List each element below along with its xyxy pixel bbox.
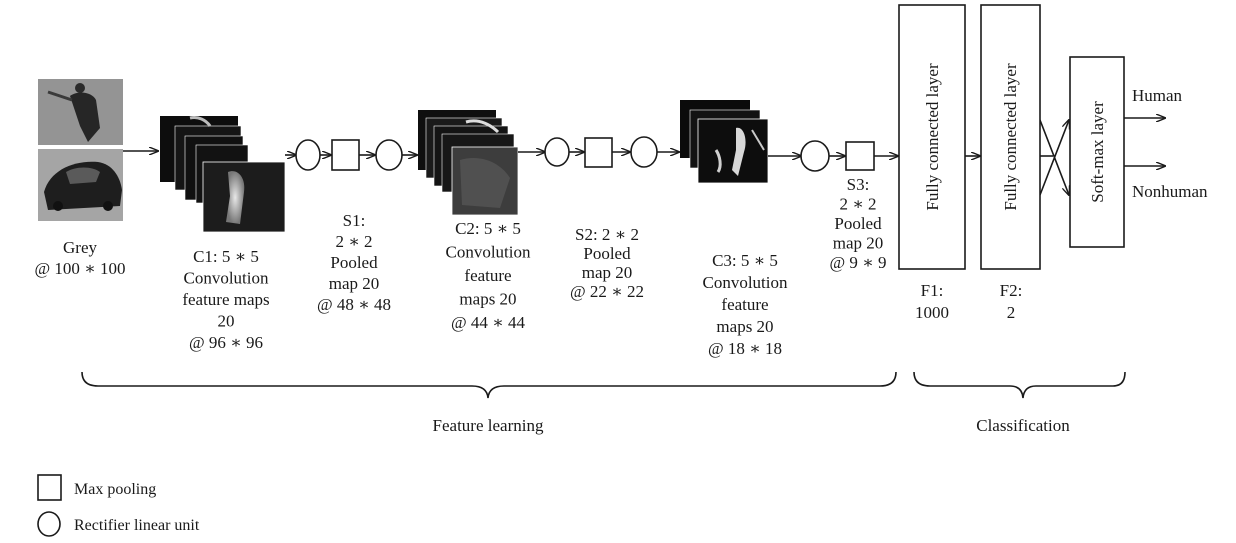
caption-line: @ 22 ∗ 22 bbox=[570, 282, 644, 301]
caption-line: maps 20 bbox=[459, 290, 516, 309]
caption-line: 2 ∗ 2 bbox=[839, 195, 876, 214]
caption-line: Pooled bbox=[834, 214, 882, 233]
f1-box-label: Fully connected layer bbox=[923, 63, 942, 211]
caption-line: map 20 bbox=[582, 263, 633, 282]
s1-caption: S1: 2 ∗ 2 Pooled map 20 @ 48 ∗ 48 bbox=[317, 211, 391, 314]
c2-feature-map-stack bbox=[418, 110, 519, 216]
f1-caption: F1: 1000 bbox=[915, 281, 949, 322]
caption-line: Pooled bbox=[330, 253, 378, 272]
caption-line: 2 bbox=[1007, 303, 1016, 322]
f2-caption: F2:2 bbox=[1000, 281, 1023, 322]
softmax-box-label: Soft-max layer bbox=[1088, 101, 1107, 203]
caption-line: map 20 bbox=[833, 234, 884, 253]
caption-line: @ 100 ∗ 100 bbox=[35, 259, 126, 278]
caption-line: S1: bbox=[343, 211, 366, 230]
c1-caption: C1: 5 ∗ 5 Convolution feature maps 20 @ 96 ∗… bbox=[182, 247, 269, 352]
caption-line: C3: 5 ∗ 5 bbox=[712, 251, 778, 270]
caption-line: 20 bbox=[218, 312, 235, 331]
caption-line: map 20 bbox=[329, 274, 380, 293]
relu-circle-5 bbox=[800, 140, 830, 172]
caption-line: Convolution bbox=[702, 273, 788, 292]
f2-box-label: Fully connected layer bbox=[1001, 63, 1020, 211]
pool-square-s2 bbox=[584, 137, 613, 168]
c1-feature-map-stack bbox=[160, 116, 286, 233]
classification-label: Classification bbox=[976, 416, 1070, 435]
legend-max-pooling-square bbox=[37, 474, 62, 501]
caption-line: feature bbox=[464, 266, 511, 285]
caption-line: feature maps bbox=[182, 290, 269, 309]
c2-caption: C2: 5 ∗ 5 Convolution feature maps 20 @ 44 ∗… bbox=[445, 219, 531, 332]
legend-relu-circle bbox=[37, 511, 61, 537]
relu-circle-3 bbox=[544, 137, 570, 167]
input-image-car bbox=[38, 149, 123, 221]
caption-line: C1: 5 ∗ 5 bbox=[193, 247, 259, 266]
arrow-cross-up bbox=[1039, 120, 1069, 196]
input-caption: Grey @ 100 ∗ 100 bbox=[35, 238, 126, 278]
relu-circle-4 bbox=[630, 136, 658, 168]
caption-line: Grey bbox=[63, 238, 97, 257]
softmax-box bbox=[1069, 56, 1125, 248]
caption-line: Convolution bbox=[183, 269, 269, 288]
caption-line: @ 96 ∗ 96 bbox=[189, 333, 263, 352]
caption-line: Convolution bbox=[445, 243, 531, 262]
caption-line: @ 44 ∗ 44 bbox=[451, 313, 525, 332]
legend: Max pooling Rectifier linear unit bbox=[37, 474, 200, 537]
legend-max-pooling-label: Max pooling bbox=[74, 481, 156, 498]
output-nonhuman-label: Nonhuman bbox=[1132, 182, 1208, 201]
relu-circle-1 bbox=[295, 139, 321, 171]
max-pooling-units bbox=[331, 137, 875, 171]
pool-square-s3 bbox=[845, 141, 875, 171]
c3-caption: C3: 5 ∗ 5 Convolution feature maps 20 @ 18 ∗… bbox=[702, 251, 788, 358]
caption-line: 2 ∗ 2 bbox=[335, 232, 372, 251]
caption-line: 1000 bbox=[915, 303, 949, 322]
flow-arrows bbox=[123, 118, 1165, 195]
pool-square-s1 bbox=[331, 139, 360, 171]
f1-box bbox=[898, 4, 966, 270]
caption-line: @ 48 ∗ 48 bbox=[317, 295, 391, 314]
c3-feature-map-stack bbox=[680, 100, 769, 184]
relu-units bbox=[295, 136, 830, 172]
feature-learning-brace bbox=[81, 371, 897, 399]
feature-learning-label: Feature learning bbox=[433, 416, 544, 435]
input-image-human bbox=[38, 79, 123, 145]
output-human-label: Human bbox=[1132, 86, 1183, 105]
caption-line: S2: 2 ∗ 2 bbox=[575, 225, 639, 244]
caption-line: F2: bbox=[1000, 281, 1023, 300]
caption-line: C2: 5 ∗ 5 bbox=[455, 219, 521, 238]
caption-line: S3: bbox=[847, 175, 870, 194]
classification-brace bbox=[913, 371, 1126, 399]
caption-line: F1: bbox=[921, 281, 944, 300]
caption-line: maps 20 bbox=[716, 317, 773, 336]
caption-line: feature bbox=[721, 295, 768, 314]
caption-line: @ 9 ∗ 9 bbox=[830, 253, 887, 272]
caption-line: @ 18 ∗ 18 bbox=[708, 339, 782, 358]
relu-circle-2 bbox=[375, 139, 403, 171]
f2-box bbox=[980, 4, 1041, 270]
legend-relu-label: Rectifier linear unit bbox=[74, 517, 200, 534]
caption-line: Pooled bbox=[583, 244, 631, 263]
